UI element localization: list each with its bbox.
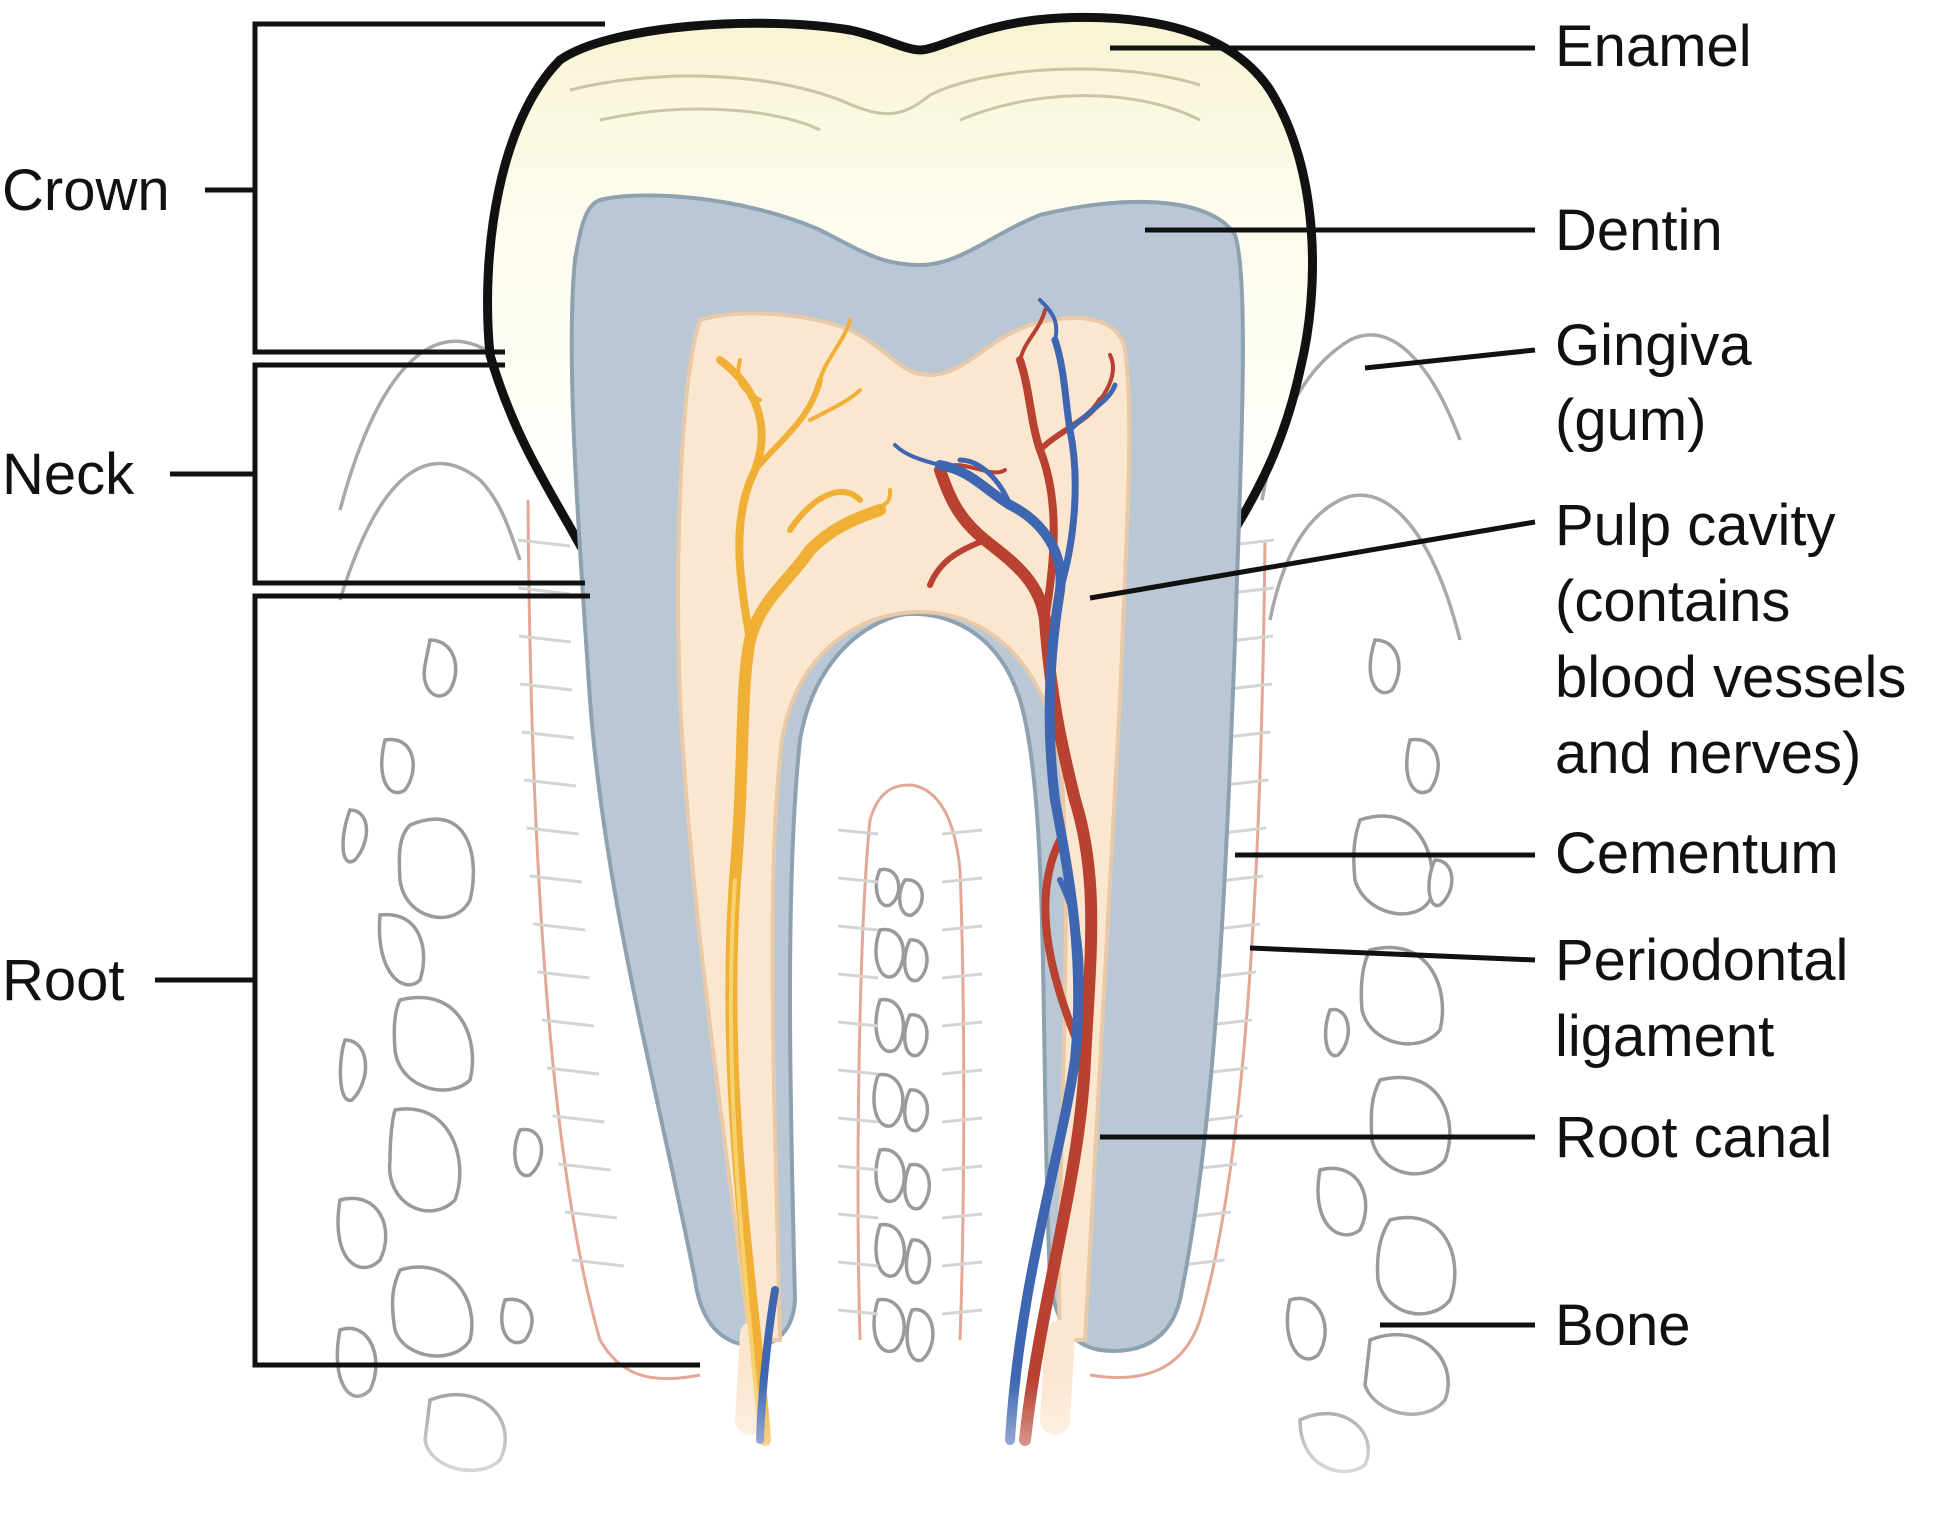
ligament-fiber: [837, 1308, 879, 1316]
label-pulp-4: and nerves): [1555, 721, 1861, 786]
ligament-fiber: [837, 1212, 879, 1220]
bone-right: [1285, 638, 1457, 1474]
label-gingiva-1: Gingiva: [1555, 313, 1752, 378]
ligament-fiber: [941, 1212, 983, 1220]
label-periodontal-1: Periodontal: [1555, 928, 1848, 993]
label-pulp-1: Pulp cavity: [1555, 493, 1835, 558]
ligament-fiber: [526, 826, 579, 836]
label-enamel: Enamel: [1555, 14, 1752, 79]
leader-pulp: [1089, 519, 1536, 601]
ligament-fiber: [558, 1162, 611, 1172]
label-periodontal-2: ligament: [1555, 1004, 1774, 1069]
label-dentin: Dentin: [1555, 198, 1723, 263]
label-root-canal: Root canal: [1555, 1105, 1832, 1170]
label-neck: Neck: [2, 442, 135, 507]
ligament-fiber: [837, 1260, 879, 1268]
ligament-fiber: [941, 972, 983, 980]
bracket-crown: [205, 21, 605, 355]
label-pulp-3: blood vessels: [1555, 645, 1906, 710]
ligament-fiber: [837, 876, 879, 884]
label-cementum: Cementum: [1555, 821, 1839, 886]
ligament-fiber: [941, 924, 983, 932]
ligament-fiber: [837, 1164, 879, 1172]
ligament-fiber: [837, 972, 879, 980]
ligament-fiber: [552, 1114, 605, 1124]
label-crown: Crown: [2, 158, 170, 223]
label-root: Root: [2, 948, 125, 1013]
ligament-fiber: [529, 874, 582, 884]
leader-gingiva: [1364, 347, 1536, 371]
bone-left: [335, 638, 544, 1473]
ligament-fiber: [941, 1020, 983, 1028]
ligament-fiber: [541, 1018, 595, 1028]
label-pulp-2: (contains: [1555, 569, 1790, 634]
bracket-neck: [170, 362, 585, 586]
vein: [756, 298, 1118, 1445]
ligament-fiber: [519, 682, 573, 692]
leader-periodontal: [1249, 945, 1536, 963]
bone-center: [872, 867, 935, 1363]
ligament-fiber: [941, 1068, 983, 1076]
ligament-fiber: [546, 1066, 600, 1076]
ligament-fiber: [941, 876, 983, 884]
ligament-fiber: [837, 924, 879, 932]
ligament-fiber: [837, 1116, 879, 1124]
bracket-root: [155, 593, 700, 1368]
periodontal-ligament: [526, 499, 1267, 1381]
ligament-fiber: [564, 1210, 618, 1220]
ligament-fiber: [571, 1258, 625, 1268]
ligament-fiber: [837, 1020, 879, 1028]
ligament-fiber: [941, 1116, 983, 1124]
label-gingiva-2: (gum): [1555, 388, 1706, 453]
ligament-fiber: [533, 922, 586, 932]
nerve: [716, 318, 892, 1446]
ligament-fiber: [518, 586, 571, 596]
ligament-fiber: [837, 1068, 879, 1076]
ligament-fiber: [521, 730, 575, 740]
ligament-fiber: [837, 828, 879, 836]
ligament-fiber: [941, 1308, 983, 1316]
label-bone: Bone: [1555, 1293, 1690, 1358]
ligament-fiber: [517, 538, 571, 548]
ligament-fiber: [518, 634, 572, 644]
ligament-fiber: [941, 1260, 983, 1268]
ligament-fiber: [537, 970, 590, 980]
ligament-fiber: [941, 1164, 983, 1172]
ligament-fiber: [941, 828, 983, 836]
ligament-fiber: [523, 778, 577, 788]
ligament-fibers: [517, 538, 1275, 1316]
